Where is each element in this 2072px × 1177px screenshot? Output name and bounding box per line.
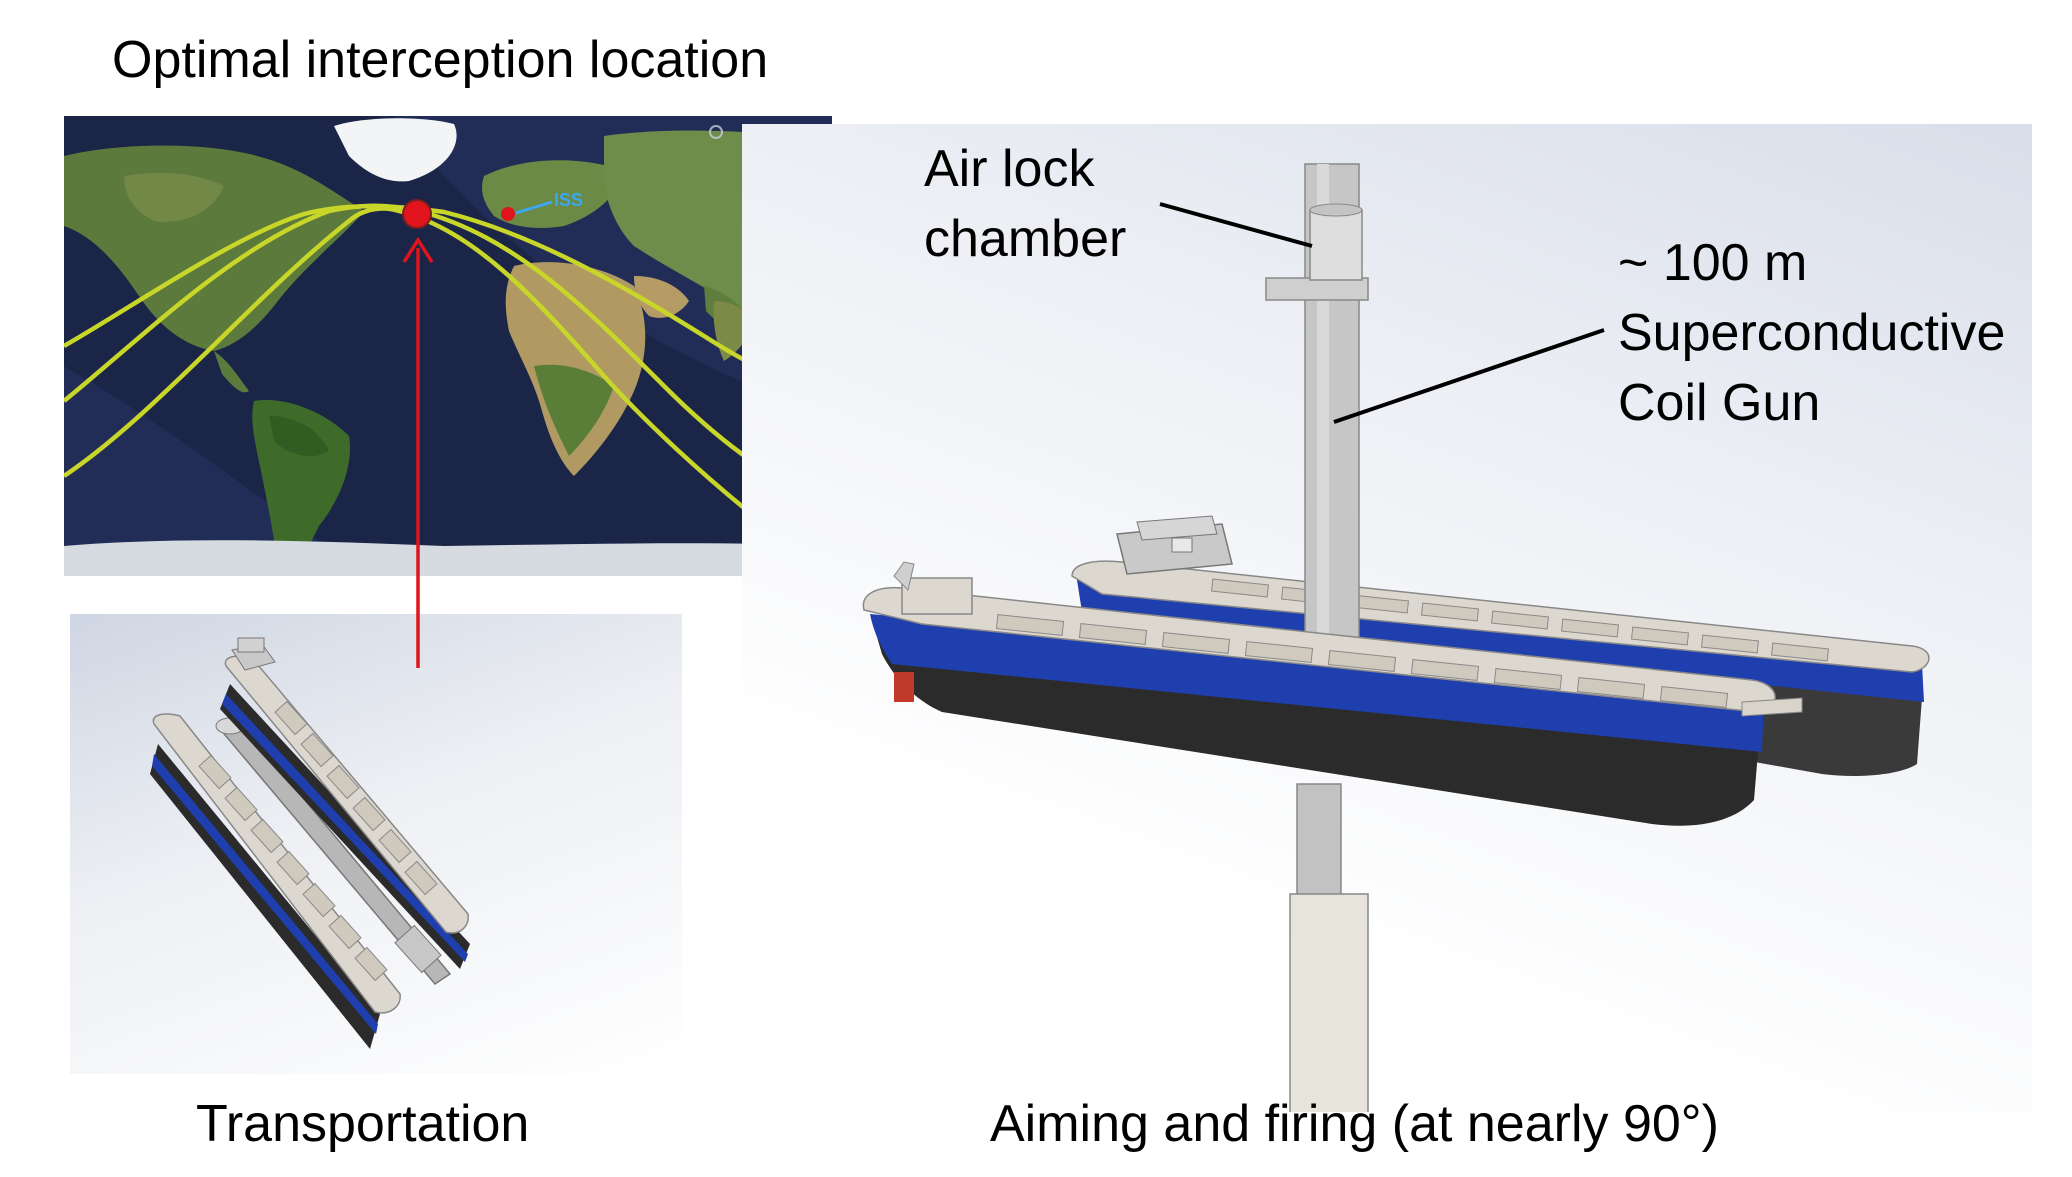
airlock-flange xyxy=(1265,277,1369,301)
airlock-chamber-label: Air lock chamber xyxy=(924,134,1126,274)
aiming-render xyxy=(862,163,1930,1112)
left-barge xyxy=(150,713,401,1049)
world-map: ISS xyxy=(64,116,832,576)
airlock-label-line1: Air lock xyxy=(924,140,1095,198)
map-title: Optimal interception location xyxy=(112,31,769,89)
interception-marker xyxy=(402,199,432,229)
right-barge xyxy=(220,637,470,969)
transport-render xyxy=(150,637,470,1049)
transport-render-panel xyxy=(70,614,682,1074)
coil-gun-label: ~ 100 m Superconductive Coil Gun xyxy=(1618,228,2005,438)
airlock-chamber xyxy=(1309,209,1363,281)
ground-track-3 xyxy=(64,204,832,399)
settings-icon xyxy=(709,125,723,139)
bow-block xyxy=(901,577,973,615)
transport-caption: Transportation xyxy=(196,1095,530,1153)
airlock-label-line2: chamber xyxy=(924,210,1127,268)
antarctica-shape xyxy=(64,540,832,576)
coil-gun-base-sleeve xyxy=(1289,893,1369,1112)
coil-gun-tube xyxy=(1265,163,1369,715)
iss-label: ISS xyxy=(554,190,583,210)
front-barge xyxy=(862,561,1803,826)
coilgun-label-line3: Coil Gun xyxy=(1618,374,1821,432)
ground-track-1 xyxy=(64,203,832,509)
greenland-shape xyxy=(334,118,457,182)
iss-marker xyxy=(501,207,515,221)
aiming-caption: Aiming and firing (at nearly 90°) xyxy=(990,1095,1719,1153)
rudder xyxy=(894,672,914,702)
aiming-render-panel xyxy=(742,124,2032,1112)
coilgun-label-line1: ~ 100 m xyxy=(1618,234,1808,292)
coilgun-label-line2: Superconductive xyxy=(1618,304,2006,362)
south-america-shape xyxy=(252,400,350,576)
world-map-panel: ISS xyxy=(64,116,832,576)
